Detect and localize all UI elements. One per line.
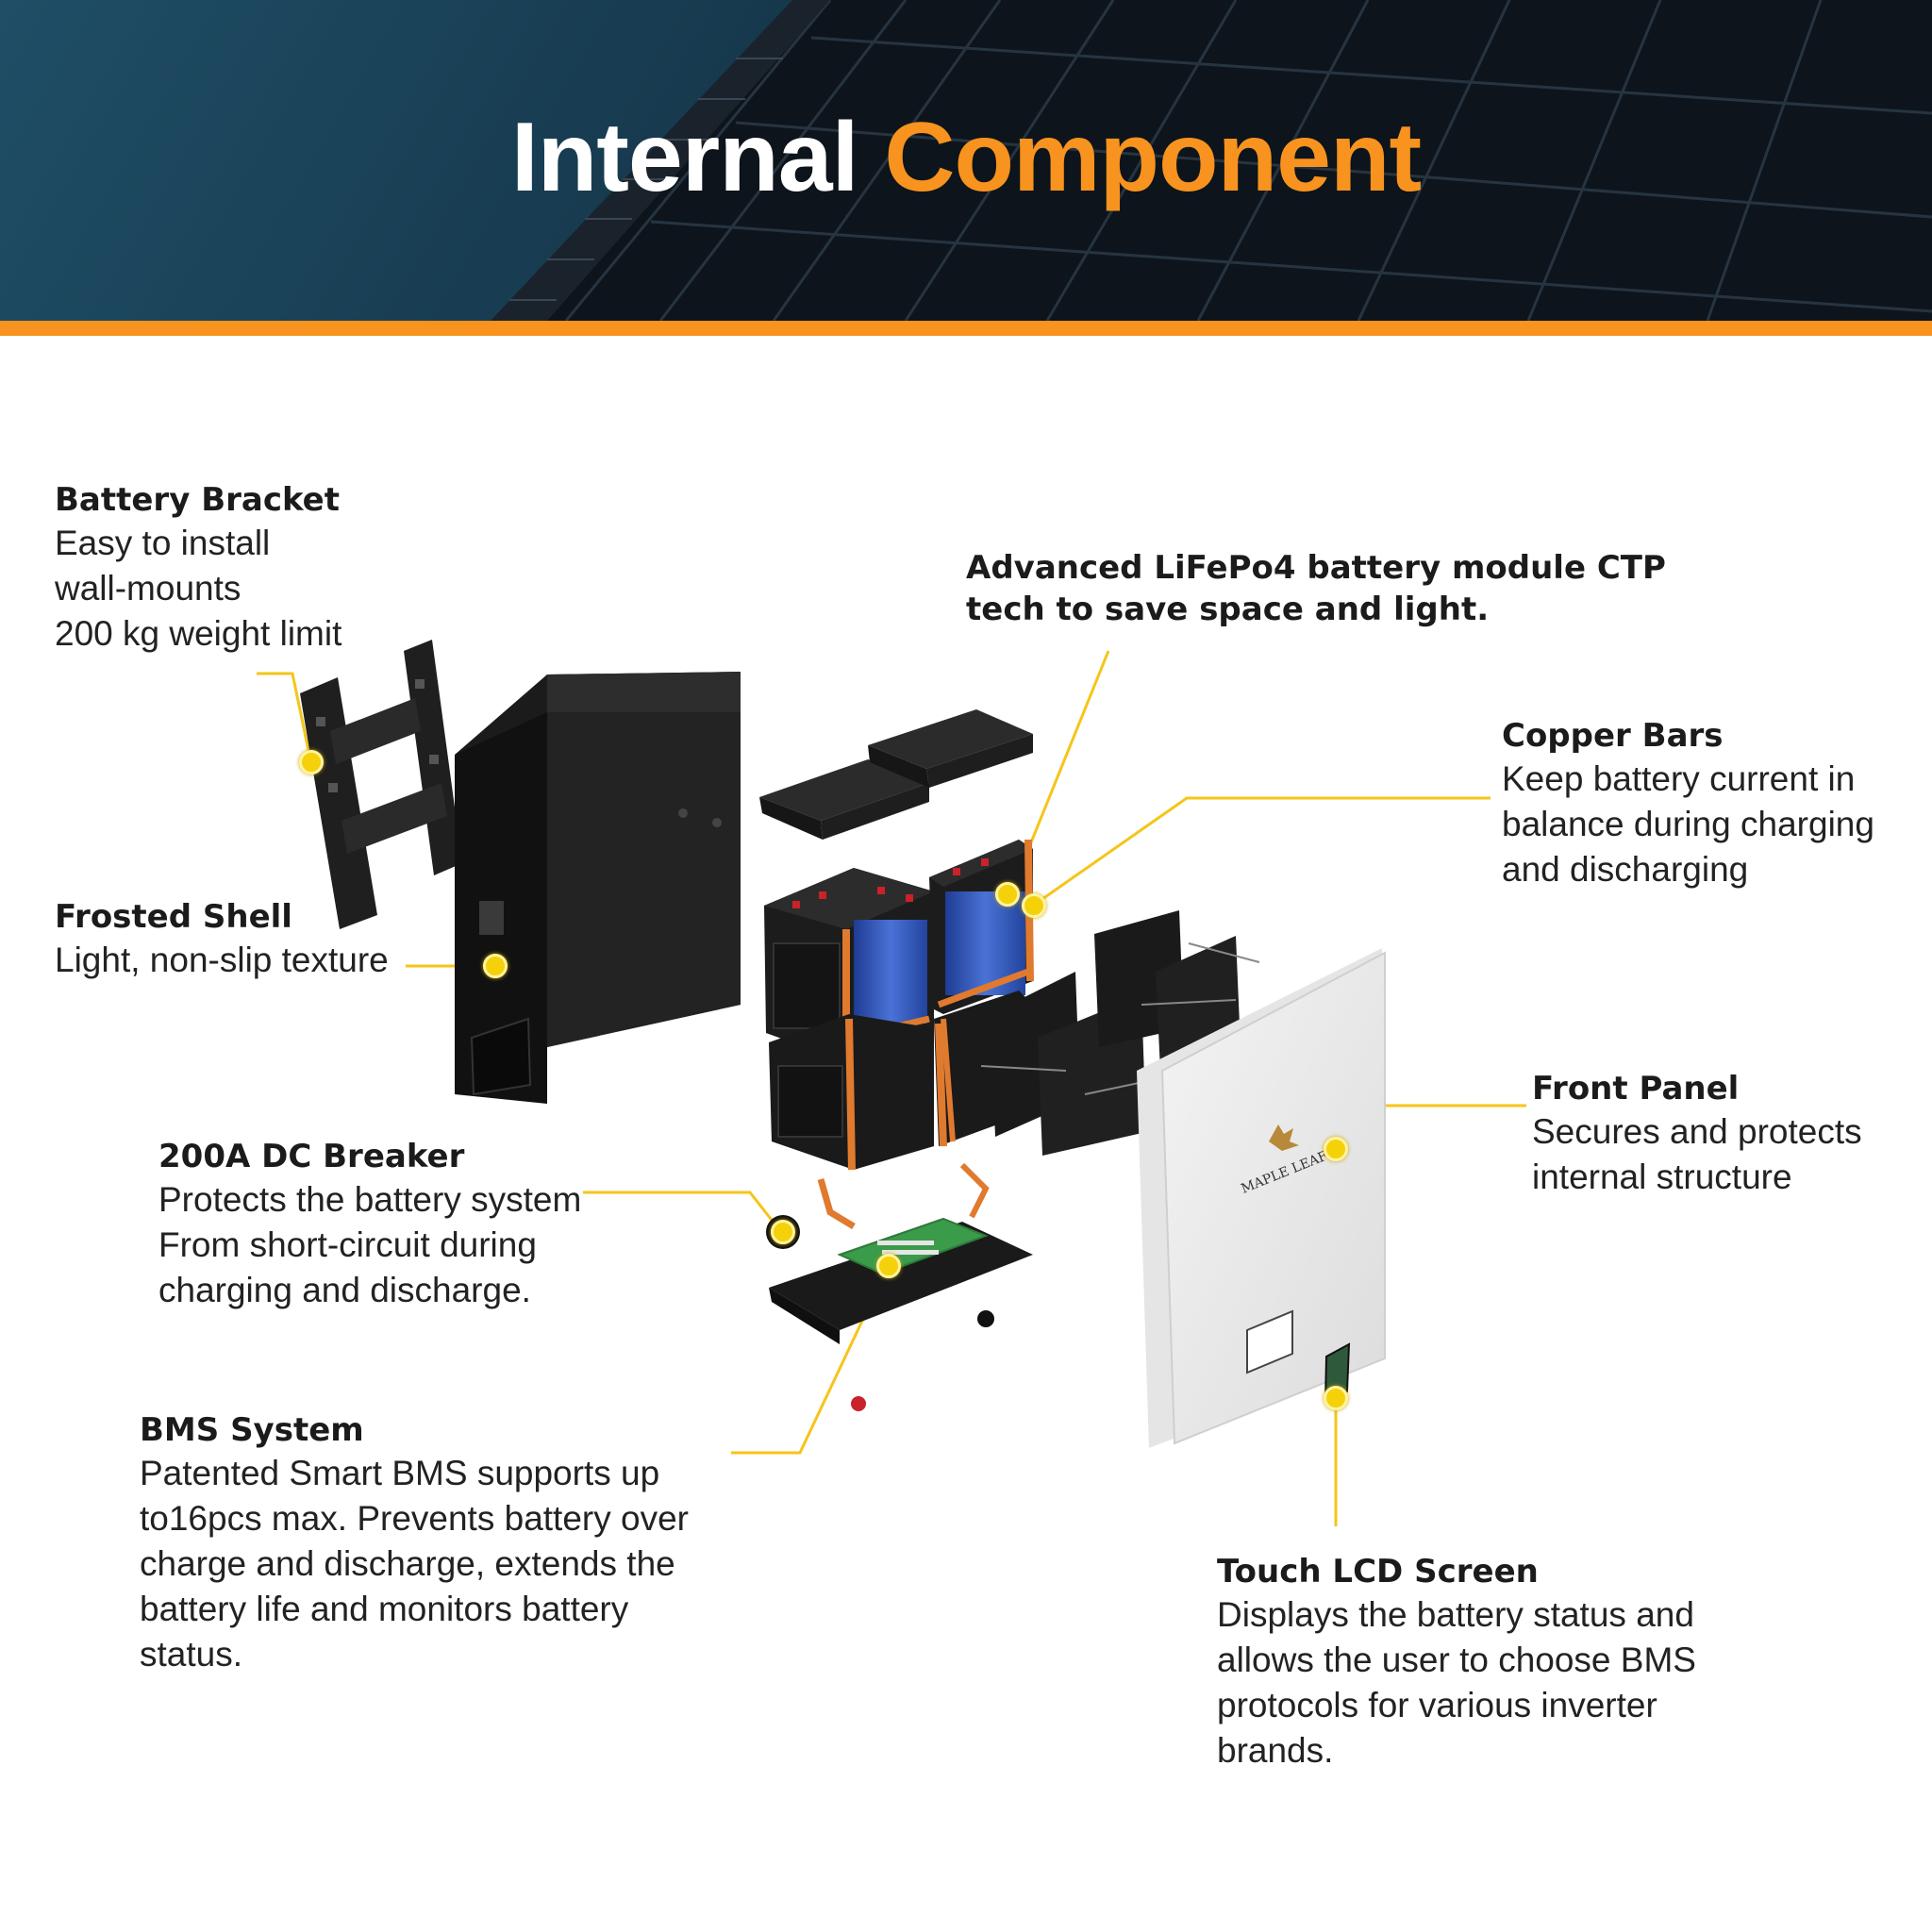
- callout-title: 200A DC Breaker: [158, 1138, 465, 1175]
- bracket-marker-dot: [299, 750, 324, 774]
- top-covers: [759, 709, 1033, 840]
- callout-front-panel: Front Panel Secures and protects interna…: [1532, 1068, 1862, 1200]
- callout-line: status.: [140, 1635, 242, 1674]
- bms-assembly: [766, 1162, 1033, 1411]
- callout-line: internal structure: [1532, 1158, 1792, 1196]
- breaker-marker-dot: [771, 1220, 795, 1244]
- bms-marker-dot: [876, 1254, 901, 1278]
- callout-line: to16pcs max. Prevents battery over: [140, 1499, 689, 1538]
- leader-copper: [1032, 796, 1491, 908]
- callout-line: Displays the battery status and: [1217, 1595, 1694, 1634]
- copper-marker-dot: [1022, 893, 1046, 918]
- callout-line: brands.: [1217, 1731, 1334, 1770]
- callout-line: Keep battery current in: [1502, 759, 1856, 798]
- battery-modules: [764, 839, 1034, 1171]
- callout-title: Copper Bars: [1502, 717, 1724, 755]
- callout-line: From short-circuit during: [158, 1225, 537, 1264]
- leader-bracket: [257, 672, 313, 765]
- battery-bracket: [300, 640, 462, 929]
- callout-title-line: tech to save space and light.: [966, 591, 1490, 628]
- front-panel: MAPLE LEAF: [1137, 948, 1386, 1448]
- solar-roof-background: [491, 0, 1932, 321]
- callout-battery-bracket: Battery Bracket Easy to install wall-mou…: [55, 479, 341, 657]
- callout-line: Light, non-slip texture: [55, 941, 389, 979]
- callout-line: Patented Smart BMS supports up: [140, 1454, 660, 1492]
- maple-leaf-icon: [1269, 1124, 1299, 1151]
- callout-title: Frosted Shell: [55, 898, 292, 936]
- callout-title-line: Advanced LiFePo4 battery module CTP: [966, 549, 1666, 587]
- title-word-component: Component: [884, 103, 1422, 212]
- callout-title: Touch LCD Screen: [1217, 1553, 1539, 1591]
- lcd-marker-dot: [1324, 1386, 1348, 1410]
- callout-line: charging and discharge.: [158, 1271, 531, 1309]
- callout-bms-system: BMS System Patented Smart BMS supports u…: [140, 1409, 689, 1677]
- front-panel-marker-dot: [1324, 1137, 1348, 1161]
- callout-line: charge and discharge, extends the: [140, 1544, 675, 1583]
- callout-touch-lcd: Touch LCD Screen Displays the battery st…: [1217, 1551, 1696, 1774]
- callout-battery-module: Advanced LiFePo4 battery module CTP tech…: [966, 547, 1666, 630]
- frosted-shell: [455, 672, 741, 1104]
- leader-bms: [731, 1268, 889, 1455]
- callout-dc-breaker: 200A DC Breaker Protects the battery sys…: [158, 1136, 581, 1313]
- callout-line: allows the user to choose BMS: [1217, 1641, 1696, 1679]
- callout-line: balance during charging: [1502, 805, 1874, 843]
- callout-title: BMS System: [140, 1411, 364, 1449]
- page-title: Internal Component: [0, 102, 1932, 214]
- callout-line: and discharging: [1502, 850, 1749, 889]
- shell-marker-dot: [483, 954, 508, 978]
- callout-line: Easy to install: [55, 524, 271, 562]
- callout-line: battery life and monitors battery: [140, 1590, 629, 1628]
- callout-line: wall-mounts: [55, 569, 242, 608]
- leader-breaker: [583, 1191, 783, 1233]
- title-word-internal: Internal: [510, 103, 859, 212]
- callout-frosted-shell: Frosted Shell Light, non-slip texture: [55, 896, 389, 983]
- callout-title: Battery Bracket: [55, 481, 340, 519]
- callout-title: Front Panel: [1532, 1070, 1740, 1108]
- module-marker-dot: [995, 882, 1020, 907]
- header-accent-bar: [0, 321, 1932, 336]
- callout-line: protocols for various inverter: [1217, 1686, 1657, 1724]
- callout-copper-bars: Copper Bars Keep battery current in bala…: [1502, 715, 1874, 892]
- callout-line: 200 kg weight limit: [55, 614, 342, 653]
- callout-line: Protects the battery system: [158, 1180, 582, 1219]
- header-banner: Internal Component: [0, 0, 1932, 321]
- callout-line: Secures and protects: [1532, 1112, 1862, 1151]
